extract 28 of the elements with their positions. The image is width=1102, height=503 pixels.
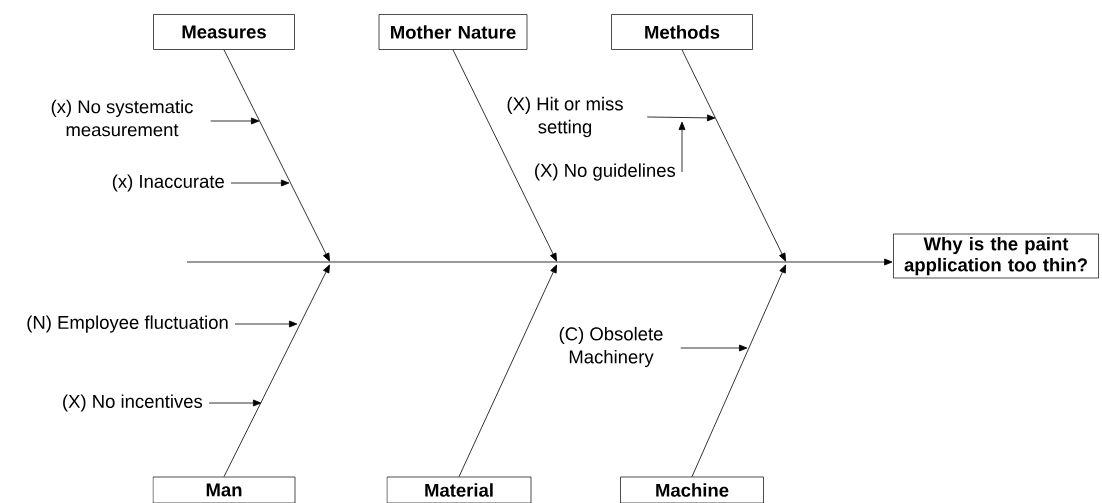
spine-arrow bbox=[186, 258, 893, 266]
cause-arrow bbox=[208, 399, 262, 407]
cause-label: (X) Hit or miss setting bbox=[507, 96, 623, 138]
cause-label: (x) No systematic measurement bbox=[51, 99, 193, 137]
cause-label: (x) Inaccurate bbox=[112, 174, 224, 192]
problem-box: Why is the paint application too thin? bbox=[893, 233, 1099, 279]
bone-arrow bbox=[452, 49, 557, 262]
bone-arrow bbox=[458, 264, 557, 478]
bone-arrow bbox=[691, 264, 786, 478]
bone-arrow bbox=[223, 264, 330, 478]
cause-arrow bbox=[646, 114, 716, 122]
cause-arrow bbox=[680, 344, 748, 352]
cause-arrow bbox=[210, 117, 260, 125]
category-box: Man bbox=[152, 476, 296, 503]
cause-label: (N) Employee fluctuation bbox=[27, 315, 228, 333]
category-box: Methods bbox=[611, 14, 753, 50]
bone-arrow bbox=[681, 49, 786, 262]
cause-label: (X) No incentives bbox=[63, 394, 203, 412]
bone-arrow bbox=[223, 49, 330, 262]
cause-arrow bbox=[234, 320, 298, 328]
category-box: Material bbox=[386, 476, 532, 503]
category-box: Machine bbox=[620, 476, 764, 503]
cause-arrow bbox=[230, 179, 290, 187]
cause-arrow bbox=[678, 121, 686, 173]
cause-label: (X) No guidelines bbox=[535, 163, 676, 181]
cause-label: (C) Obsolete Machinery bbox=[559, 326, 663, 368]
category-box: Mother Nature bbox=[378, 14, 528, 50]
category-box: Measures bbox=[153, 14, 295, 50]
